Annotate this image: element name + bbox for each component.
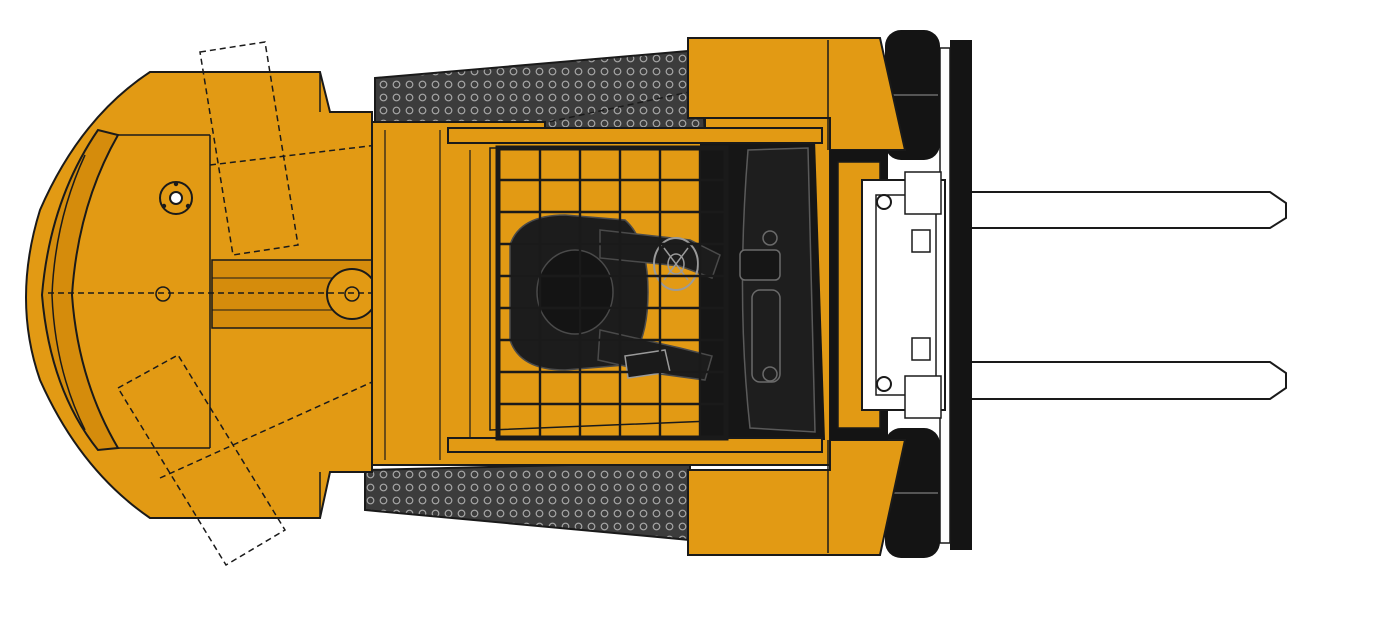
mast-bolt-lower [876,376,892,392]
steer-wheel-lower [116,353,287,567]
step-plate-lower [364,460,691,542]
rear-bumper [40,128,120,452]
carriage-plate [950,40,972,550]
operator-head [536,249,614,335]
fork-tines [954,191,1287,400]
front-body [687,37,907,556]
counterweight [25,71,373,519]
steering-wheel [653,237,699,291]
fork-tine-lower [954,361,1287,400]
tow-pin [159,181,193,215]
steer-pivot [326,268,378,320]
control-lever-slot [751,289,781,383]
steer-wheel-upper [199,41,299,256]
mast-bolt-upper [876,194,892,210]
overhead-guard [447,127,823,453]
mast [830,150,946,440]
fork-tine-upper [954,191,1287,229]
